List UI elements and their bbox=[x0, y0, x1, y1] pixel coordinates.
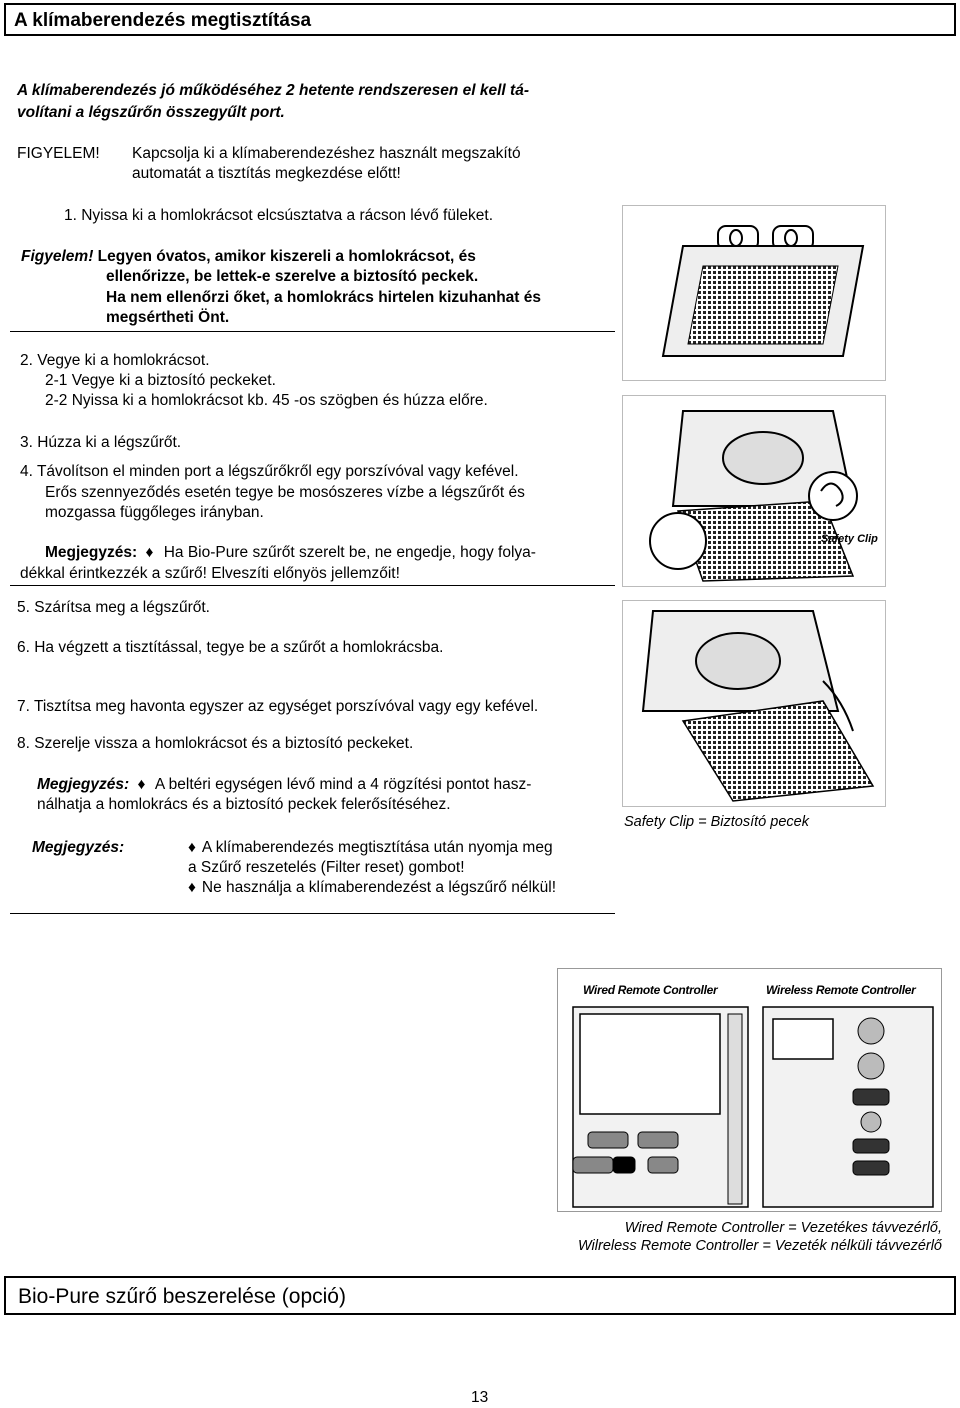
section-title: Bio-Pure szűrő beszerelése (opció) bbox=[18, 1285, 346, 1308]
note-3-text-3: Ne használja a klímaberendezést a légszű… bbox=[201, 879, 557, 896]
step-2: 2. Vegye ki a homlokrácsot. bbox=[20, 352, 210, 369]
diamond-bullet-icon: ♦ bbox=[188, 879, 196, 896]
figure-grille-tabs bbox=[622, 205, 886, 381]
diamond-bullet-icon: ♦ bbox=[188, 839, 196, 856]
figure-filter-grille bbox=[622, 600, 886, 807]
warning-line-1: Kapcsolja ki a klímaberendezéshez haszná… bbox=[132, 145, 521, 162]
caution-label: Figyelem! bbox=[21, 248, 94, 265]
step-8: 8. Szerelje vissza a homlokrácsot és a b… bbox=[17, 735, 414, 752]
remote-caption-2: Wilreless Remote Controller = Vezeték né… bbox=[578, 1238, 942, 1254]
diamond-bullet-icon: ♦ bbox=[137, 776, 146, 793]
step-4-line-3: mozgassa függőleges irányban. bbox=[45, 504, 264, 521]
step-4-line-1: 4. Távolítson el minden port a légszűrők… bbox=[20, 463, 519, 480]
filter-grille-illustration bbox=[641, 610, 875, 802]
caution-line-2: ellenőrizze, be lettek-e szerelve a bizt… bbox=[106, 268, 479, 285]
note-2-label: Megjegyzés: bbox=[37, 776, 130, 793]
step-7: 7. Tisztítsa meg havonta egyszer az egys… bbox=[17, 698, 539, 715]
step-5: 5. Szárítsa meg a légszűrőt. bbox=[17, 599, 210, 616]
note-1-line-1: Megjegyzés: ♦ Ha Bio-Pure szűrőt szerelt… bbox=[45, 542, 536, 563]
divider bbox=[10, 331, 615, 332]
note-2-line-2: nálhatja a homlokrács és a biztosító pec… bbox=[37, 796, 451, 813]
note-3-label: Megjegyzés: bbox=[32, 839, 125, 856]
wireless-remote-label: Wireless Remote Controller bbox=[766, 983, 916, 997]
note-1-line-2: dékkal érintkezzék a szűrő! Elveszíti el… bbox=[20, 565, 400, 582]
step-1: 1. Nyissa ki a homlokrácsot elcsúsztatva… bbox=[64, 207, 494, 224]
note-1-label: Megjegyzés: bbox=[45, 544, 138, 561]
intro-line-2: volítani a légszűrőn összegyűlt port. bbox=[17, 104, 285, 121]
note-2-text-1: A beltéri egységen lévő mind a 4 rögzíté… bbox=[154, 776, 532, 793]
section-title-box: Bio-Pure szűrő beszerelése (opció) bbox=[4, 1276, 956, 1315]
warning-line-2: automatát a tisztítás megkezdése előtt! bbox=[132, 165, 401, 182]
divider bbox=[10, 585, 615, 586]
grille-tabs-illustration bbox=[661, 225, 865, 357]
caution-block: Figyelem! Legyen óvatos, amikor kiszerel… bbox=[21, 246, 476, 267]
note-3-line-3: ♦ Ne használja a klímaberendezést a légsz… bbox=[188, 877, 556, 898]
safety-clip-label: Safety Clip bbox=[821, 533, 878, 545]
intro-line-1: A klímaberendezés jó működéséhez 2 heten… bbox=[17, 82, 529, 99]
step-4-line-2: Erős szennyeződés esetén tegye be mosósz… bbox=[45, 484, 525, 501]
caution-line-3: Ha nem ellenőrzi őket, a homlokrács hirt… bbox=[106, 289, 541, 306]
wired-remote-label: Wired Remote Controller bbox=[583, 983, 718, 997]
caution-line-4: megsértheti Önt. bbox=[106, 309, 230, 326]
divider bbox=[10, 913, 615, 914]
note-3-line-2: a Szűrő reszetelés (Filter reset) gombot… bbox=[188, 859, 465, 876]
step-3: 3. Húzza ki a légszűrőt. bbox=[20, 434, 182, 451]
note-1-text-1: Ha Bio-Pure szűrőt szerelt be, ne engedj… bbox=[163, 544, 536, 561]
safety-clip-caption: Safety Clip = Biztosító pecek bbox=[624, 814, 809, 830]
figure-remote-controllers: Wired Remote Controller Wireless Remote … bbox=[557, 968, 942, 1212]
page-title: A klímaberendezés megtisztítása bbox=[14, 10, 312, 31]
note-2-line-1: Megjegyzés: ♦ A beltéri egységen lévő mi… bbox=[37, 774, 531, 795]
page-title-box: A klímaberendezés megtisztítása bbox=[4, 3, 956, 36]
remote-controllers-illustration bbox=[572, 1006, 934, 1208]
step-2-2: 2-2 Nyissa ki a homlokrácsot kb. 45 -os … bbox=[45, 392, 488, 409]
step-2-1: 2-1 Vegye ki a biztosító peckeket. bbox=[45, 372, 276, 389]
note-3-line-1: ♦ A klímaberendezés megtisztítása után ny… bbox=[188, 837, 553, 858]
warning-label: FIGYELEM! bbox=[17, 145, 100, 162]
remote-caption-1: Wired Remote Controller = Vezetékes távv… bbox=[624, 1220, 942, 1236]
note-3-text-1: A klímaberendezés megtisztítása után nyo… bbox=[201, 839, 553, 856]
caution-line-1: Legyen óvatos, amikor kiszereli a homlok… bbox=[93, 248, 476, 265]
safety-clip-illustration bbox=[649, 410, 858, 582]
diamond-bullet-icon: ♦ bbox=[145, 544, 154, 561]
step-6: 6. Ha végzett a tisztítással, tegye be a… bbox=[17, 639, 444, 656]
page-number: 13 bbox=[471, 1389, 489, 1406]
figure-safety-clip: Safety Clip bbox=[622, 395, 886, 587]
